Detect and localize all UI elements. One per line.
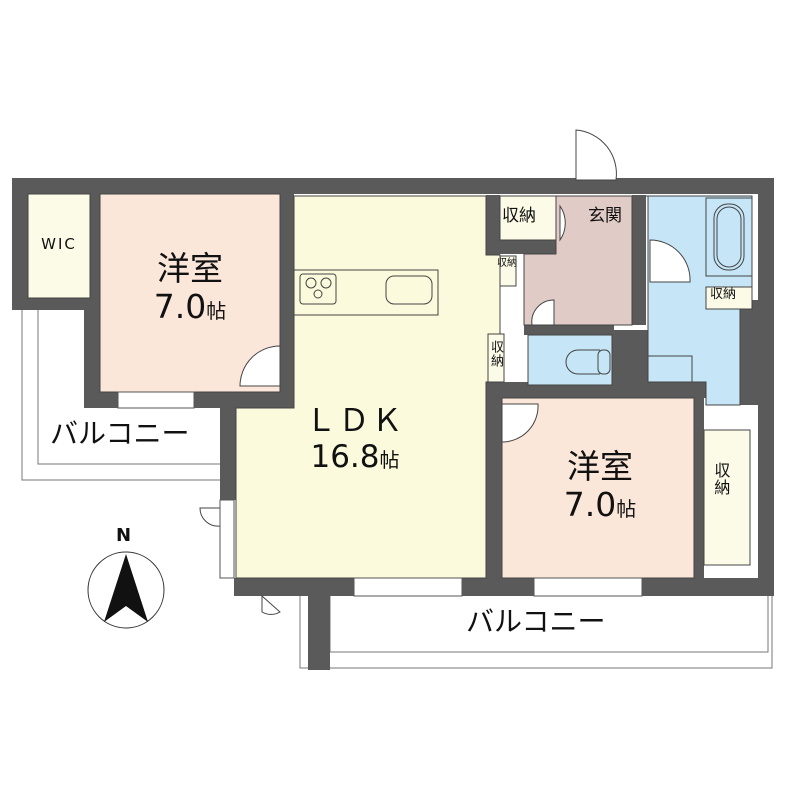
room-size: 7.0帖 xyxy=(563,484,637,524)
compass-north-label: N xyxy=(116,525,132,546)
washbasin-icon xyxy=(647,355,693,383)
windows xyxy=(117,391,643,597)
storage-small-label: 収納 xyxy=(497,258,517,269)
sink-icon xyxy=(385,275,433,305)
balcony-west-label: バルコニー xyxy=(50,417,190,450)
western-room-2-label: 洋室 7.0帖 xyxy=(520,448,680,524)
room-name: ＬＤＫ xyxy=(305,403,405,439)
bathtub-icon xyxy=(705,197,753,277)
storage-washroom xyxy=(705,286,753,310)
storage-ldk xyxy=(487,333,505,383)
ldk-label: ＬＤＫ 16.8帖 xyxy=(290,403,420,475)
storage-washroom-label: 収納 xyxy=(710,287,737,302)
storage-room2 xyxy=(703,429,751,566)
storage-ldk-label: 収納 xyxy=(487,340,503,368)
entrance-label: 玄関 xyxy=(588,206,622,226)
wic xyxy=(27,193,91,299)
doors xyxy=(199,129,691,615)
room-name: 洋室 xyxy=(157,249,223,288)
room-size: 7.0帖 xyxy=(153,286,227,326)
room-size: 16.8帖 xyxy=(310,438,400,475)
stove-burner-icon xyxy=(320,277,332,289)
room-name: 洋室 xyxy=(567,447,633,486)
toilet xyxy=(527,334,613,386)
western-room-2 xyxy=(501,397,695,579)
stove-burner-icon xyxy=(305,277,317,289)
storage-room2-label: 収納 xyxy=(711,462,731,496)
kitchen-counter xyxy=(293,269,439,316)
storage-entrance-label: 収納 xyxy=(502,206,536,226)
toilet-icon xyxy=(565,349,611,375)
wic-label: WIC xyxy=(41,235,77,253)
balcony-south-label: バルコニー xyxy=(466,605,606,638)
stove-burner-icon xyxy=(313,289,323,299)
compass-icon xyxy=(87,551,165,629)
western-room-1-label: 洋室 7.0帖 xyxy=(100,250,280,326)
storage-small xyxy=(499,255,517,287)
entrance-area xyxy=(523,195,633,326)
